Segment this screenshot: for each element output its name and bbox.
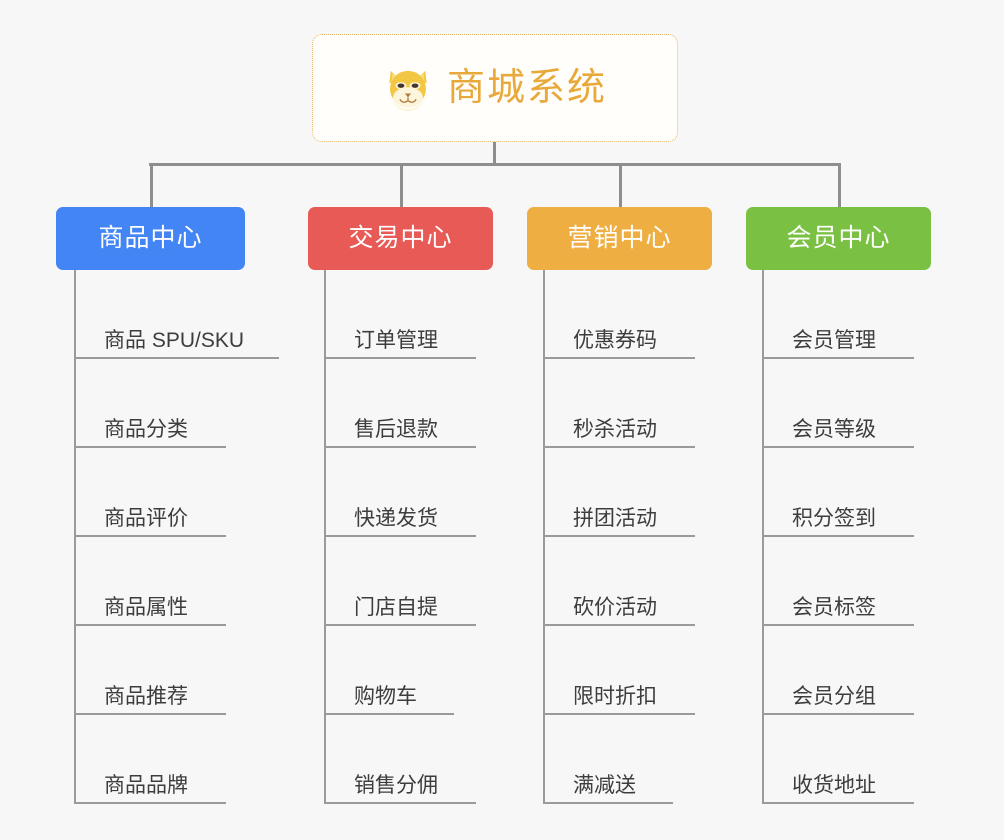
leaf-underline bbox=[74, 802, 226, 804]
leaf-label: 满减送 bbox=[573, 774, 636, 797]
leaf-item[interactable]: 拼团活动 bbox=[543, 448, 695, 537]
category-label: 商品中心 bbox=[98, 224, 203, 252]
leaf-item[interactable]: 商品属性 bbox=[74, 537, 226, 626]
leaf-underline bbox=[74, 624, 226, 626]
category-label: 交易中心 bbox=[348, 224, 453, 252]
leaf-underline bbox=[324, 446, 476, 448]
leaf-item[interactable]: 优惠券码 bbox=[543, 270, 695, 359]
leaf-underline bbox=[543, 802, 673, 804]
connector-drop-3 bbox=[618, 163, 622, 207]
leaf-underline bbox=[762, 624, 914, 626]
leaf-item[interactable]: 门店自提 bbox=[324, 537, 476, 626]
leaf-item[interactable]: 限时折扣 bbox=[543, 626, 695, 715]
root-title: 商城系统 bbox=[446, 67, 607, 109]
leaf-spine bbox=[324, 270, 326, 804]
leaf-item[interactable]: 收货地址 bbox=[762, 715, 914, 804]
leaf-label: 商品属性 bbox=[104, 596, 188, 619]
shiba-dog-face-icon bbox=[389, 70, 427, 112]
leaf-spine bbox=[74, 270, 76, 804]
leaf-label: 秒杀活动 bbox=[573, 418, 657, 441]
leaf-underline bbox=[324, 624, 476, 626]
leaf-label: 商品评价 bbox=[104, 507, 188, 530]
leaf-underline bbox=[543, 446, 695, 448]
leaf-underline bbox=[762, 713, 914, 715]
leaf-underline bbox=[74, 357, 279, 359]
leaf-label: 商品推荐 bbox=[104, 685, 188, 708]
leaf-label: 拼团活动 bbox=[573, 507, 657, 530]
leaf-spine bbox=[762, 270, 764, 804]
category-label: 营销中心 bbox=[567, 224, 672, 252]
leaf-label: 砍价活动 bbox=[573, 596, 657, 619]
leaf-label: 商品分类 bbox=[104, 418, 188, 441]
leaf-underline bbox=[762, 357, 914, 359]
leaf-underline bbox=[762, 802, 914, 804]
category-label: 会员中心 bbox=[786, 224, 891, 252]
leaf-label: 优惠券码 bbox=[573, 329, 657, 352]
leaf-label: 订单管理 bbox=[354, 329, 438, 352]
leaf-underline bbox=[324, 357, 476, 359]
leaf-underline bbox=[543, 624, 695, 626]
leaf-item[interactable]: 商品 SPU/SKU bbox=[74, 270, 279, 359]
category-node-3[interactable]: 营销中心 bbox=[527, 207, 712, 270]
connector-horizontal-bus bbox=[149, 163, 840, 166]
leaf-item[interactable]: 满减送 bbox=[543, 715, 673, 804]
category-node-2[interactable]: 交易中心 bbox=[308, 207, 493, 270]
leaf-label: 快递发货 bbox=[354, 507, 438, 530]
leaf-spine bbox=[543, 270, 545, 804]
leaf-item[interactable]: 快递发货 bbox=[324, 448, 476, 537]
leaf-label: 积分签到 bbox=[792, 507, 876, 530]
leaf-underline bbox=[324, 713, 454, 715]
leaf-item[interactable]: 秒杀活动 bbox=[543, 359, 695, 448]
leaf-underline bbox=[543, 535, 695, 537]
leaf-underline bbox=[74, 713, 226, 715]
leaf-label: 门店自提 bbox=[354, 596, 438, 619]
leaf-item[interactable]: 商品品牌 bbox=[74, 715, 226, 804]
leaf-item[interactable]: 会员等级 bbox=[762, 359, 914, 448]
leaf-underline bbox=[543, 713, 695, 715]
connector-root-stem bbox=[493, 142, 496, 164]
leaf-item[interactable]: 商品推荐 bbox=[74, 626, 226, 715]
category-node-4[interactable]: 会员中心 bbox=[746, 207, 931, 270]
connector-drop-2 bbox=[399, 163, 403, 207]
leaf-item[interactable]: 会员管理 bbox=[762, 270, 914, 359]
leaf-item[interactable]: 商品分类 bbox=[74, 359, 226, 448]
leaf-item[interactable]: 积分签到 bbox=[762, 448, 914, 537]
leaf-label: 收货地址 bbox=[792, 774, 876, 797]
leaf-item[interactable]: 商品评价 bbox=[74, 448, 226, 537]
connector-drop-1 bbox=[149, 163, 153, 207]
leaf-underline bbox=[543, 357, 695, 359]
leaf-underline bbox=[74, 446, 226, 448]
leaf-label: 会员标签 bbox=[792, 596, 876, 619]
leaf-item[interactable]: 售后退款 bbox=[324, 359, 476, 448]
leaf-label: 限时折扣 bbox=[573, 685, 657, 708]
leaf-label: 购物车 bbox=[354, 685, 417, 708]
leaf-label: 会员等级 bbox=[792, 418, 876, 441]
leaf-label: 商品品牌 bbox=[104, 774, 188, 797]
leaf-label: 销售分佣 bbox=[354, 774, 438, 797]
leaf-underline bbox=[74, 535, 226, 537]
leaf-underline bbox=[762, 535, 914, 537]
leaf-underline bbox=[324, 535, 476, 537]
leaf-label: 会员管理 bbox=[792, 329, 876, 352]
leaf-underline bbox=[324, 802, 476, 804]
leaf-item[interactable]: 砍价活动 bbox=[543, 537, 695, 626]
leaf-item[interactable]: 销售分佣 bbox=[324, 715, 476, 804]
leaf-underline bbox=[762, 446, 914, 448]
leaf-item[interactable]: 会员分组 bbox=[762, 626, 914, 715]
leaf-label: 售后退款 bbox=[354, 418, 438, 441]
leaf-label: 商品 SPU/SKU bbox=[104, 329, 245, 352]
leaf-label: 会员分组 bbox=[792, 685, 876, 708]
connector-drop-4 bbox=[837, 163, 841, 207]
category-node-1[interactable]: 商品中心 bbox=[56, 207, 245, 270]
leaf-item[interactable]: 订单管理 bbox=[324, 270, 476, 359]
root-node[interactable]: 商城系统 bbox=[312, 34, 678, 142]
leaf-item[interactable]: 购物车 bbox=[324, 626, 454, 715]
leaf-item[interactable]: 会员标签 bbox=[762, 537, 914, 626]
